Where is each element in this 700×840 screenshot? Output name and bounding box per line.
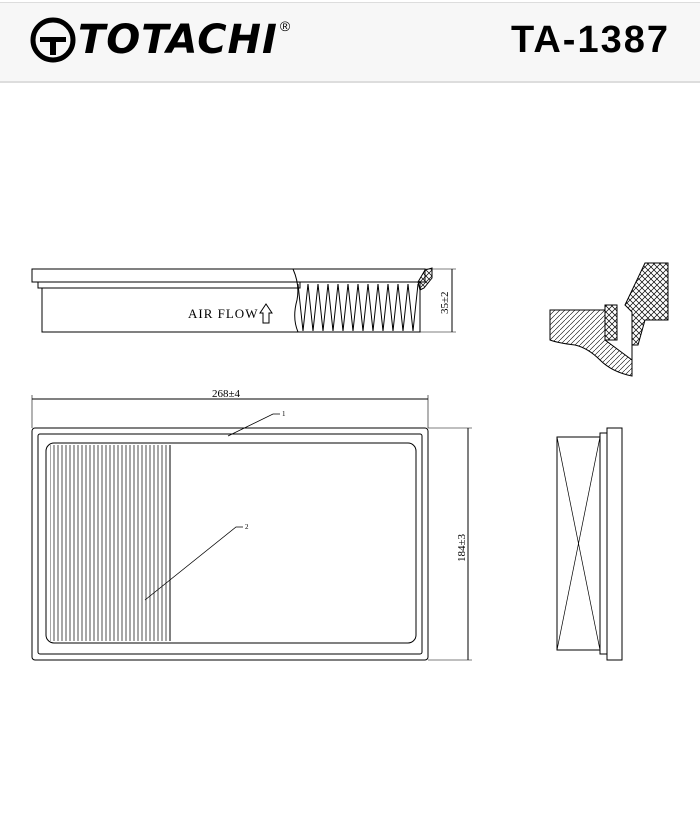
side-view — [31, 267, 456, 333]
air-flow-label: AIR FLOW — [188, 306, 258, 321]
front-view — [31, 395, 472, 661]
width-dimension: 184±3 — [456, 533, 468, 562]
edge-view — [556, 427, 623, 661]
part-number: TA-1387 — [510, 19, 670, 61]
callout-1: 1 — [282, 410, 286, 418]
header-bar: TOTACHI® TA-1387 — [0, 2, 700, 83]
height-dimension: 35±2 — [439, 291, 451, 314]
registered-mark: ® — [279, 18, 291, 34]
pleat-lines — [50, 445, 170, 641]
section-detail — [549, 262, 669, 377]
pleats — [297, 283, 419, 332]
flange-step — [37, 281, 301, 289]
air-flow-arrow-icon — [259, 303, 273, 324]
top-flange — [31, 268, 426, 283]
frame-body — [41, 288, 300, 333]
callout-2: 2 — [245, 523, 249, 531]
totachi-emblem-icon — [30, 17, 76, 63]
length-dimension: 268±4 — [212, 388, 241, 400]
brand-name: TOTACHI — [78, 17, 278, 63]
brand-logo: TOTACHI® — [30, 17, 290, 63]
